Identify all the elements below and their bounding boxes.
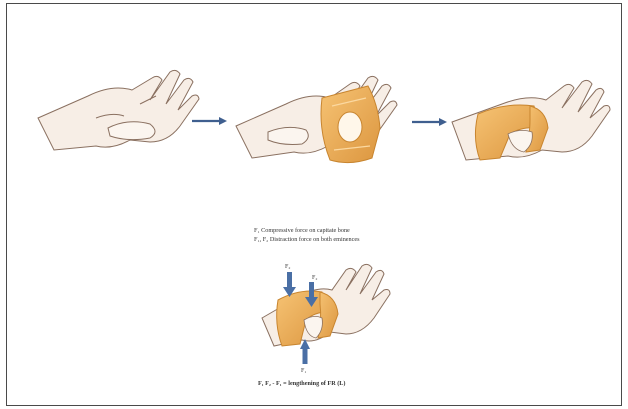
- legend-line-2: F₁, F₂ Distraction force on both eminenc…: [254, 237, 360, 243]
- legend-line-1: F₁ Compressive force on capitate bone: [254, 228, 350, 234]
- step-arrow-1: [192, 117, 227, 125]
- step-arrow-2: [412, 118, 447, 126]
- force-label-f2-left: F₂: [285, 264, 290, 270]
- force-arrow-f1-bottom: [300, 339, 310, 364]
- force-label-f1-bottom: F₁: [301, 368, 306, 374]
- hand-step-1: [38, 70, 199, 150]
- equation-caption: F₁ F₂ - F₁ = lengthening of FR (L): [258, 381, 345, 387]
- force-label-f2-right: F₂: [312, 275, 317, 281]
- tape-sheet: [321, 86, 380, 163]
